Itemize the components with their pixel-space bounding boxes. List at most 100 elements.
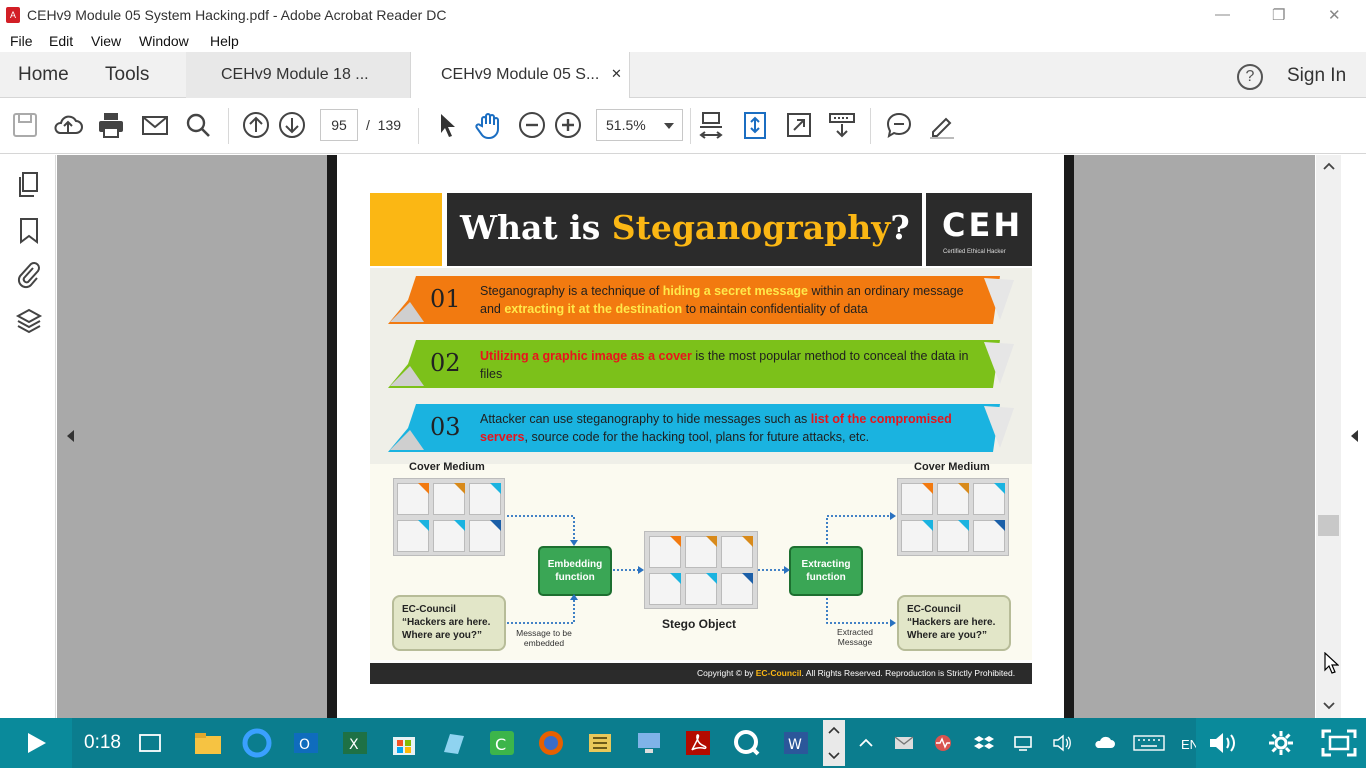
tab-document-label: CEHv9 Module 18 ... xyxy=(221,66,369,83)
save-icon[interactable] xyxy=(10,110,40,140)
page-total-value: 139 xyxy=(377,117,402,133)
language-indicator[interactable]: EN xyxy=(1181,737,1200,752)
print-icon[interactable] xyxy=(96,110,126,140)
camtasia-icon[interactable]: C xyxy=(487,728,517,758)
fit-page-icon[interactable] xyxy=(740,110,770,140)
comment-icon[interactable] xyxy=(884,110,914,140)
outlook-icon[interactable]: O xyxy=(291,728,321,758)
menu-window[interactable]: Window xyxy=(139,33,189,49)
remote-desktop-icon[interactable] xyxy=(634,728,664,758)
dropbox-icon[interactable] xyxy=(973,733,995,753)
collapse-left-pane-icon[interactable] xyxy=(64,428,76,444)
stego-object-files xyxy=(644,531,758,609)
ribbon-text-part: to maintain confidentiality of data xyxy=(682,302,868,316)
word-icon[interactable]: W xyxy=(781,728,811,758)
full-screen-icon[interactable] xyxy=(784,110,814,140)
task-view-icon[interactable] xyxy=(137,732,163,754)
qlik-app-icon[interactable] xyxy=(732,728,762,758)
ribbon-highlight: extracting it at the destination xyxy=(504,302,683,316)
menu-bar: File Edit View Window Help xyxy=(0,30,1366,52)
firefox-icon[interactable] xyxy=(536,728,566,758)
scroll-down-icon[interactable] xyxy=(1323,701,1335,711)
ribbon-02 xyxy=(388,340,1014,388)
select-pointer-icon[interactable] xyxy=(432,110,462,140)
secret-message-box-left: EC-Council “Hackers are here. Where are … xyxy=(392,595,506,651)
ceh-logo-subtitle: Certified Ethical Hacker xyxy=(943,249,1006,255)
zoom-in-icon[interactable] xyxy=(553,110,583,140)
zoom-out-icon[interactable] xyxy=(517,110,547,140)
fullscreen-icon[interactable] xyxy=(1321,729,1357,757)
audio-file-icon xyxy=(721,536,753,568)
play-icon[interactable] xyxy=(24,731,48,755)
volume-tray-icon[interactable] xyxy=(1051,733,1073,753)
close-window-button[interactable]: ✕ xyxy=(1328,7,1341,24)
mail-tray-icon[interactable] xyxy=(893,733,915,753)
tab-home[interactable]: Home xyxy=(18,64,69,85)
keyboard-icon[interactable] xyxy=(1133,733,1165,753)
page-total: / 139 xyxy=(366,117,401,133)
edge-browser-icon[interactable] xyxy=(242,728,272,758)
scrolling-mode-icon[interactable] xyxy=(696,110,726,140)
file-explorer-icon[interactable] xyxy=(193,728,223,758)
minimize-button[interactable]: — xyxy=(1215,6,1230,23)
highlight-pen-icon[interactable] xyxy=(927,110,957,140)
network-tool-icon[interactable] xyxy=(585,728,615,758)
svg-text:C: C xyxy=(495,735,506,754)
page-thumbnails-icon[interactable] xyxy=(16,171,42,199)
email-icon[interactable] xyxy=(140,110,170,140)
ceh-logo: CEH xyxy=(942,206,1024,244)
cover-medium-files-left xyxy=(393,478,505,556)
excel-icon[interactable]: X xyxy=(340,728,370,758)
stego-object-label: Stego Object xyxy=(662,617,737,631)
menu-view[interactable]: View xyxy=(91,33,122,49)
network-icon[interactable] xyxy=(1012,733,1034,753)
mouse-cursor-icon xyxy=(1324,652,1339,674)
settings-gear-icon[interactable] xyxy=(1267,729,1295,757)
taskbar-scroller[interactable] xyxy=(823,720,845,766)
crystal-app-icon[interactable] xyxy=(438,728,468,758)
video-file-icon xyxy=(433,483,465,515)
page-number-input[interactable]: 95 xyxy=(320,109,358,141)
sign-in-button[interactable]: Sign In xyxy=(1287,65,1347,86)
acrobat-taskbar-icon[interactable] xyxy=(683,728,713,758)
title-bar: A CEHv9 Module 05 System Hacking.pdf - A… xyxy=(0,0,1366,30)
cloud-upload-icon[interactable] xyxy=(53,110,83,140)
toolbar-separator xyxy=(418,108,419,144)
chevron-up-icon[interactable] xyxy=(828,726,840,734)
media-controls-area xyxy=(1196,718,1366,768)
vertical-scrollbar[interactable] xyxy=(1316,155,1341,718)
tab-document-module-05[interactable]: CEHv9 Module 05 S... ✕ xyxy=(410,52,630,98)
chevron-down-icon[interactable] xyxy=(828,752,840,760)
menu-help[interactable]: Help xyxy=(210,33,239,49)
copyright-text: Copyright © by EC-Council. All Rights Re… xyxy=(697,668,1015,678)
close-tab-icon[interactable]: ✕ xyxy=(611,66,622,81)
restore-button[interactable]: ❐ xyxy=(1272,7,1286,24)
help-icon[interactable]: ? xyxy=(1237,64,1263,90)
layers-icon[interactable] xyxy=(15,307,43,335)
read-mode-icon[interactable] xyxy=(827,110,857,140)
expand-right-pane-icon[interactable] xyxy=(1348,428,1360,444)
hand-tool-icon[interactable] xyxy=(474,110,504,140)
tab-document-module-18[interactable]: CEHv9 Module 18 ... xyxy=(186,52,410,98)
attachment-icon[interactable] xyxy=(16,261,42,289)
onedrive-icon[interactable] xyxy=(1093,733,1115,753)
secret-message-box-right: EC-Council “Hackers are here. Where are … xyxy=(897,595,1011,651)
store-icon[interactable] xyxy=(389,728,419,758)
scroll-up-icon[interactable] xyxy=(1323,161,1335,171)
bookmark-icon[interactable] xyxy=(18,217,40,245)
tab-tools[interactable]: Tools xyxy=(105,64,150,85)
show-hidden-icons-icon[interactable] xyxy=(855,733,877,753)
audio-file-icon xyxy=(973,483,1005,515)
scrollbar-thumb[interactable] xyxy=(1318,515,1339,536)
previous-page-icon[interactable] xyxy=(241,110,271,140)
zoom-level-select[interactable]: 51.5% xyxy=(596,109,683,141)
menu-file[interactable]: File xyxy=(10,33,33,49)
volume-icon[interactable] xyxy=(1208,730,1240,756)
next-page-icon[interactable] xyxy=(277,110,307,140)
activity-monitor-icon[interactable] xyxy=(932,733,954,753)
navigation-pane-rail xyxy=(0,155,56,718)
menu-edit[interactable]: Edit xyxy=(49,33,74,49)
ribbon-text-part: Attacker can use steganography to hide m… xyxy=(480,412,811,426)
search-icon[interactable] xyxy=(183,110,213,140)
ribbon-text-part: is the most popular method to conceal th… xyxy=(480,349,969,381)
